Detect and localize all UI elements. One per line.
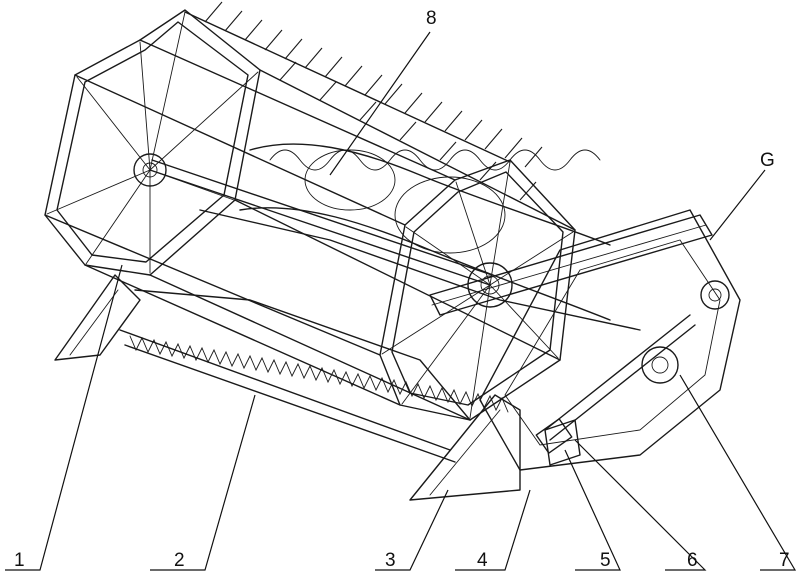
callout-labels: 1 2 3 4 5 6 7 8 G — [14, 8, 790, 571]
right-crop-divider — [409, 394, 521, 501]
cutter-bar — [119, 329, 509, 463]
callout-1: 1 — [14, 550, 25, 571]
callout-8: 8 — [426, 8, 437, 29]
drive-shaft — [535, 314, 696, 454]
header-frame — [134, 209, 741, 471]
callout-7: 7 — [779, 550, 790, 571]
callout-2: 2 — [174, 550, 185, 571]
reel-right-end-frame — [379, 159, 576, 421]
callout-4: 4 — [477, 550, 488, 571]
reel-support-arm — [429, 214, 713, 316]
leader-lines — [5, 31, 797, 571]
callout-6: 6 — [687, 550, 698, 571]
reel-tines — [204, 1, 543, 201]
callout-G: G — [760, 150, 775, 171]
callout-3: 3 — [385, 550, 396, 571]
reel-left-end-frame — [44, 9, 261, 276]
reel-bats — [44, 11, 576, 421]
gearbox-bracket — [544, 419, 581, 466]
auger — [239, 143, 611, 321]
callout-5: 5 — [600, 550, 611, 571]
left-crop-divider — [54, 274, 141, 361]
